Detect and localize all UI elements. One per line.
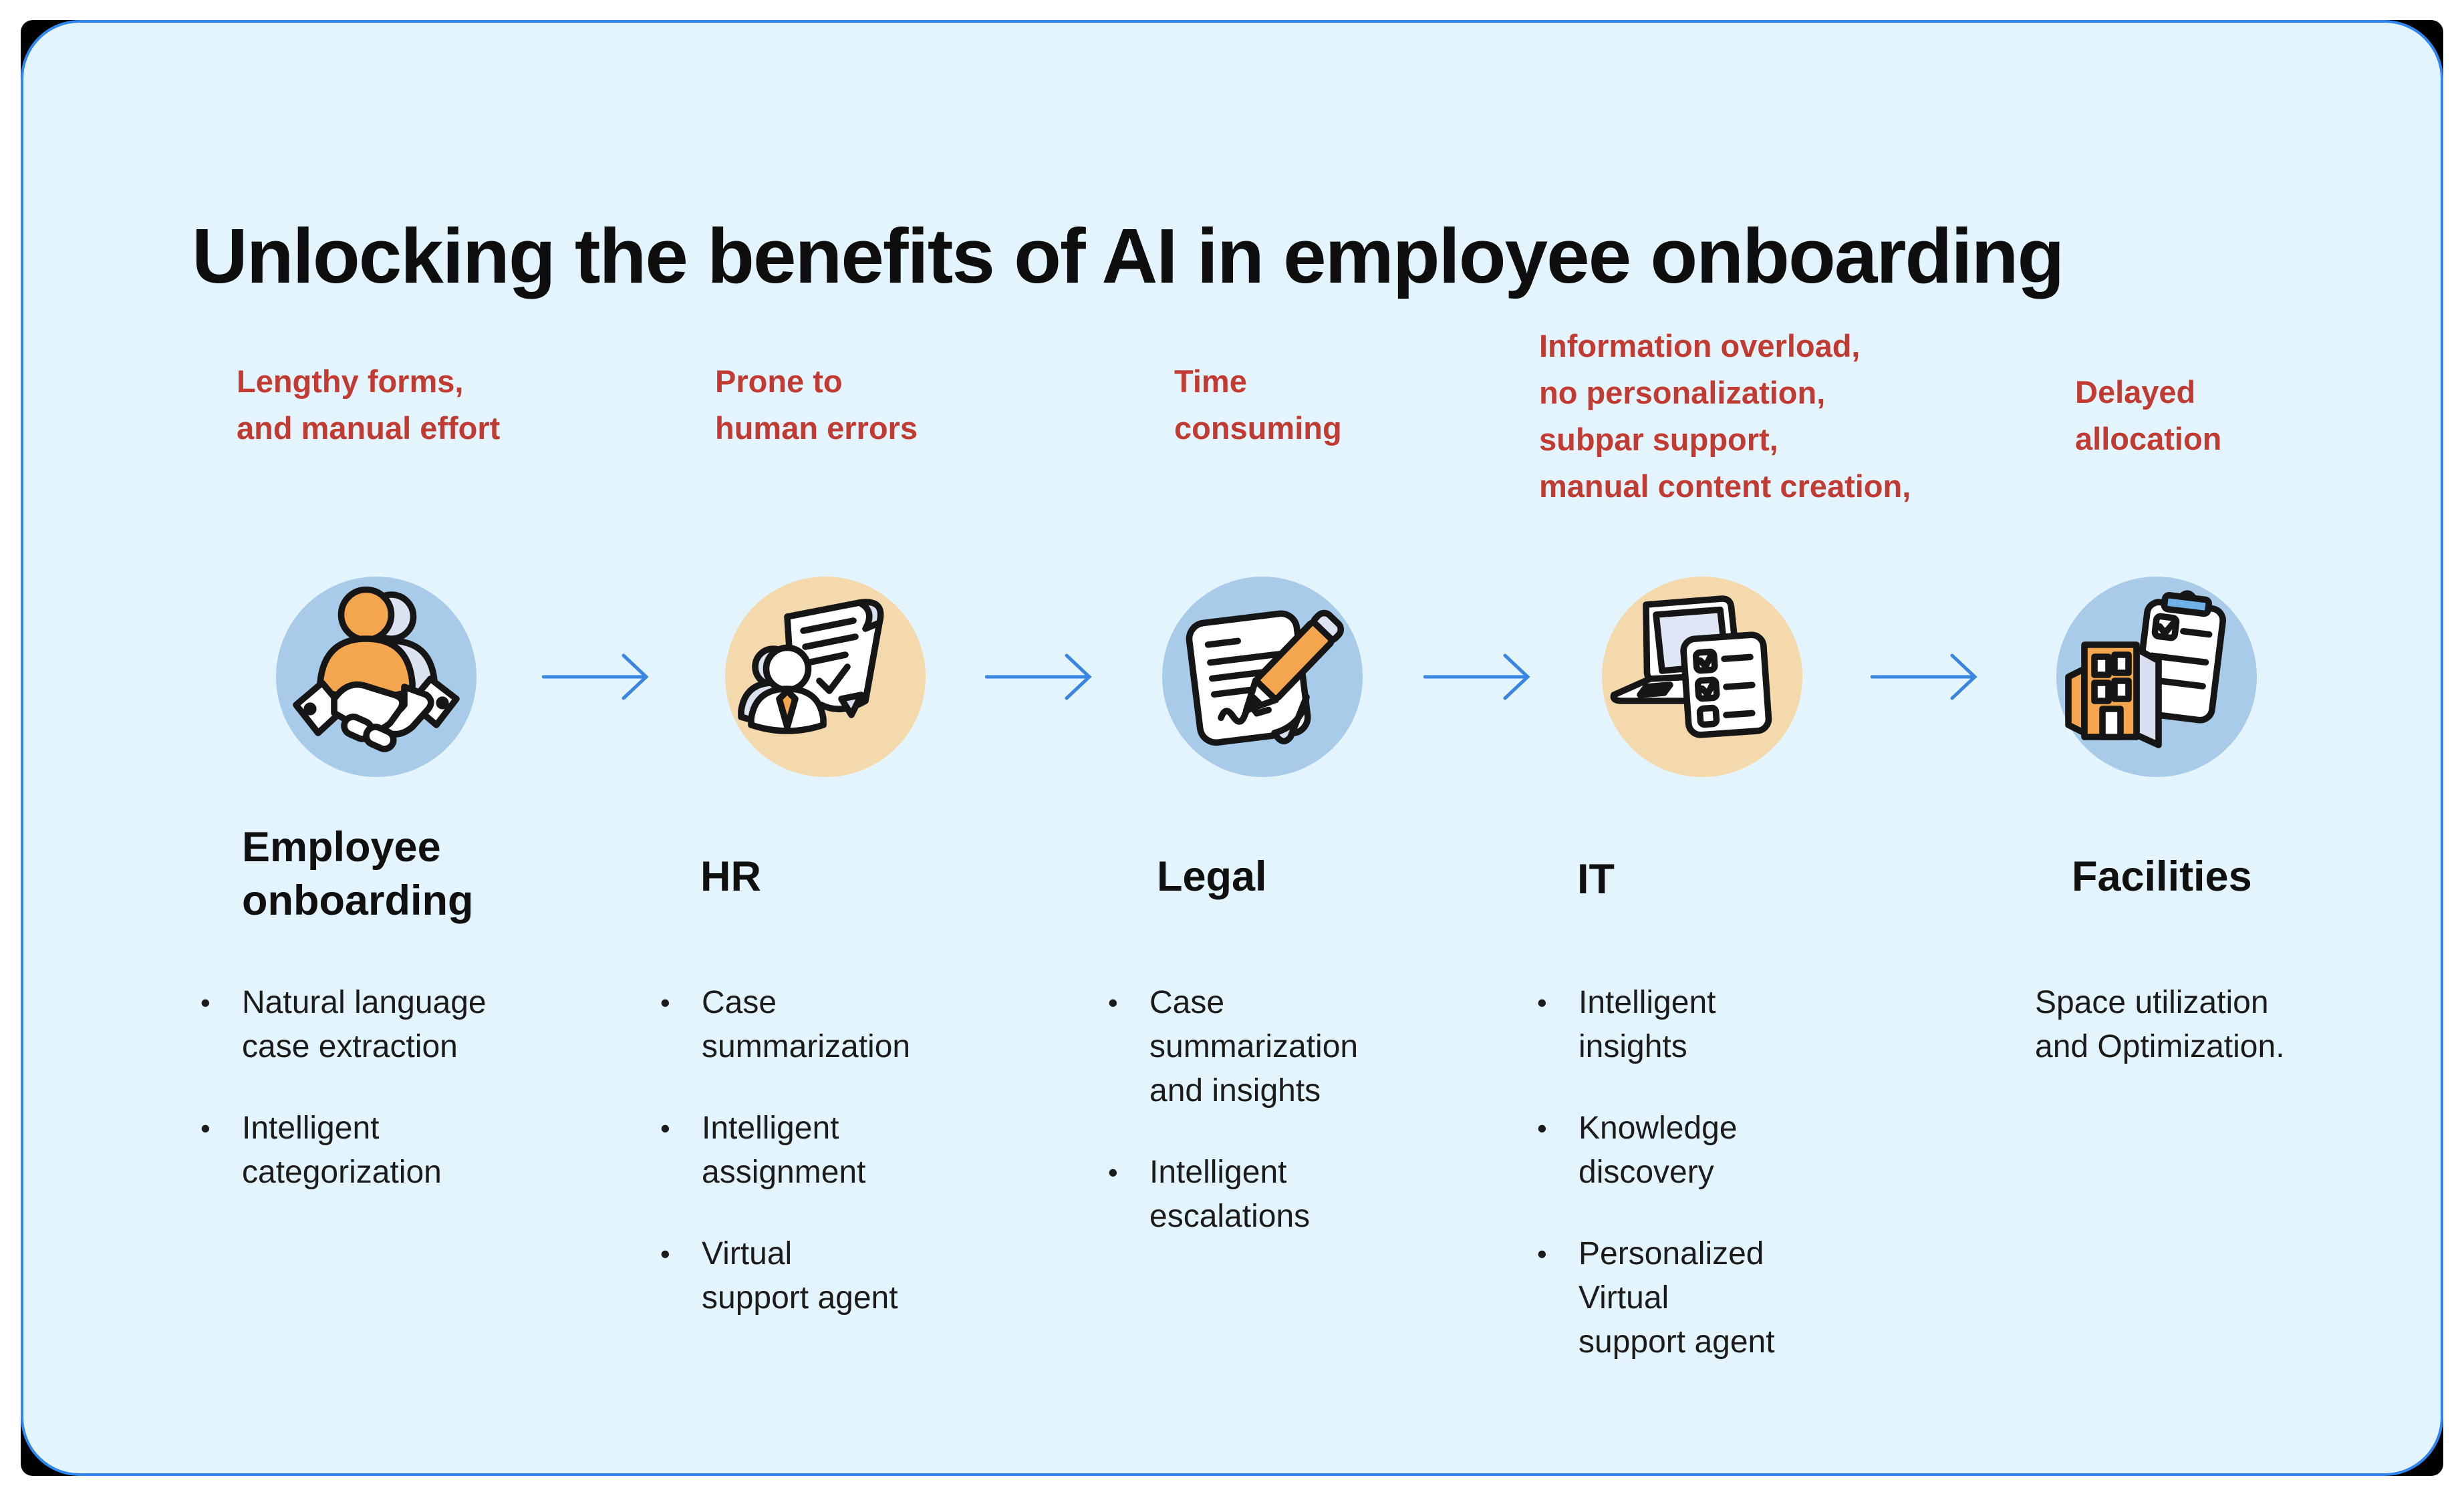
benefit-item: • Personalized Virtual support agent — [1537, 1232, 1938, 1364]
benefit-item: • Case summarization and insights — [1108, 981, 1509, 1113]
benefit-item-label: Intelligent categorization — [242, 1110, 442, 1190]
stage-heading-hr: HR — [700, 853, 761, 900]
stage-heading-employee-onboarding: Employee onboarding — [242, 824, 474, 924]
bullet-dot: • — [660, 987, 670, 1018]
benefit-item-label: Knowledge discovery — [1579, 1110, 1738, 1190]
flow-arrow-icon — [541, 638, 662, 716]
benefit-item: • Virtual support agent — [660, 1232, 1061, 1320]
building-clipboard-icon — [2056, 577, 2257, 777]
stage-heading-it: IT — [1577, 856, 1615, 903]
bullet-dot: • — [1537, 1112, 1547, 1144]
document-pencil-icon — [1162, 577, 1363, 777]
flow-arrow-icon — [1870, 638, 1991, 716]
pain-point-facilities: Delayed allocation — [2075, 374, 2222, 456]
benefit-item-label: Case summarization and insights — [1149, 985, 1359, 1108]
pain-point-hr: Prone to human errors — [715, 363, 918, 446]
bullet-dot: • — [1537, 987, 1547, 1018]
stage-heading-legal: Legal — [1157, 853, 1267, 900]
bullet-dot: • — [1537, 1238, 1547, 1269]
bullet-dot: • — [660, 1112, 670, 1144]
benefit-item-label: Space utilization and Optimization. — [2035, 985, 2285, 1064]
infographic-title: Unlocking the benefits of AI in employee… — [192, 212, 2064, 299]
benefit-item-label: Virtual support agent — [702, 1236, 898, 1316]
benefit-list-it: • Intelligent insights • Knowledge disco… — [1537, 981, 1938, 1402]
benefit-list-employee-onboarding: • Natural language case extraction • Int… — [200, 981, 601, 1232]
person-handshake-icon — [276, 577, 476, 777]
bullet-dot: • — [200, 1112, 211, 1144]
person-scroll-checklist-icon — [725, 577, 926, 777]
benefit-item-label: Intelligent insights — [1579, 985, 1716, 1064]
benefit-list-legal: • Case summarization and insights • Inte… — [1108, 981, 1509, 1276]
laptop-checklist-icon — [1602, 577, 1802, 777]
flow-arrow-icon — [984, 638, 1105, 716]
benefit-item: Space utilization and Optimization. — [2035, 981, 2436, 1069]
benefit-item-label: Intelligent assignment — [702, 1110, 866, 1190]
benefit-list-hr: • Case summarization • Intelligent assig… — [660, 981, 1061, 1358]
pain-point-legal: Time consuming — [1174, 363, 1342, 446]
benefit-item: • Intelligent assignment — [660, 1106, 1061, 1195]
benefit-list-facilities: Space utilization and Optimization. — [2035, 981, 2436, 1106]
benefit-item: • Intelligent categorization — [200, 1106, 601, 1195]
flow-arrow-icon — [1423, 638, 1544, 716]
bullet-dot: • — [1108, 1157, 1118, 1188]
pain-point-employee-onboarding: Lengthy forms, and manual effort — [237, 363, 501, 446]
benefit-item: • Intelligent insights — [1537, 981, 1938, 1069]
bullet-dot: • — [1108, 987, 1118, 1018]
stage-heading-facilities: Facilities — [2072, 853, 2252, 900]
benefit-item-label: Intelligent escalations — [1149, 1155, 1311, 1234]
benefit-item: • Intelligent escalations — [1108, 1151, 1509, 1239]
benefit-item-label: Natural language case extraction — [242, 985, 487, 1064]
benefit-item: • Case summarization — [660, 981, 1061, 1069]
benefit-item: • Natural language case extraction — [200, 981, 601, 1069]
benefit-item-label: Case summarization — [702, 985, 911, 1064]
pain-point-it: Information overload, no personalization… — [1539, 328, 1911, 504]
bullet-dot: • — [200, 987, 211, 1018]
benefit-item: • Knowledge discovery — [1537, 1106, 1938, 1195]
bullet-dot: • — [660, 1238, 670, 1269]
benefit-item-label: Personalized Virtual support agent — [1579, 1236, 1775, 1360]
